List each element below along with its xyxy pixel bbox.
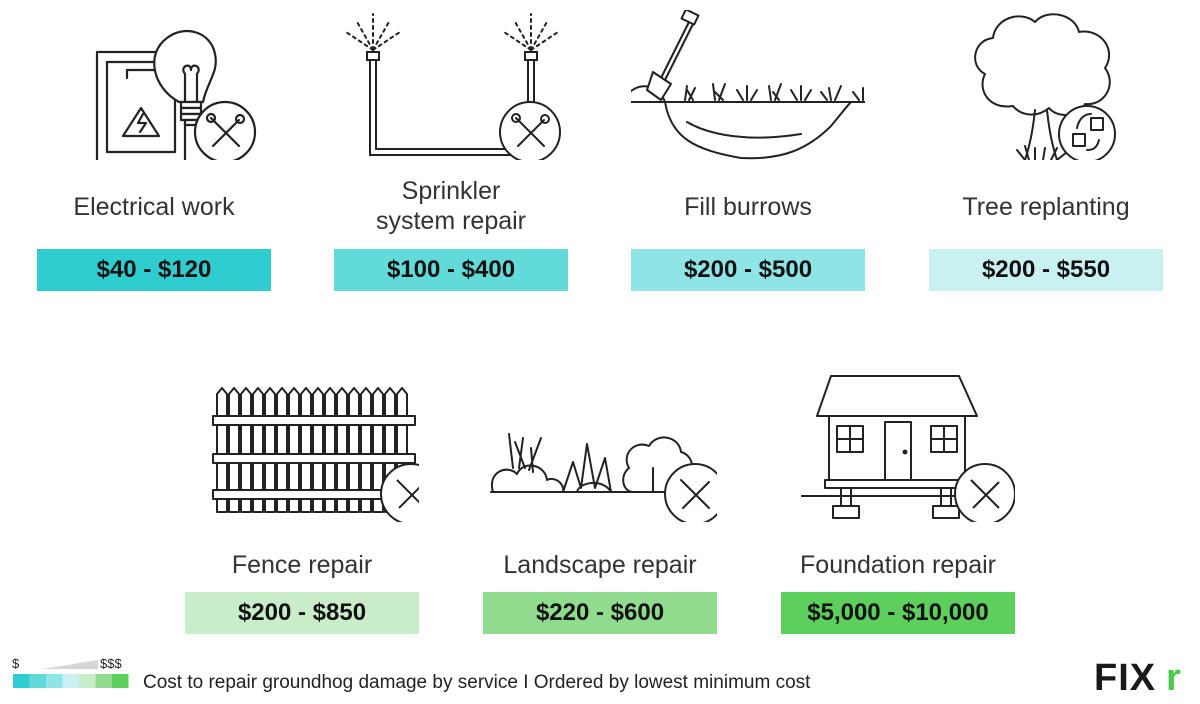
fence-icon: [185, 372, 419, 522]
legend-swatch: [79, 674, 96, 688]
electrical-icon: [37, 10, 271, 160]
price-bar: $40 - $120: [37, 249, 271, 291]
house-icon: [781, 372, 1015, 522]
logo-text: FIX: [1094, 657, 1156, 694]
chart-caption: Cost to repair groundhog damage by servi…: [143, 672, 811, 693]
price-bar: $200 - $500: [631, 249, 865, 291]
service-label: Fence repair: [231, 551, 373, 579]
fixr-logo: FIX r: [1094, 656, 1194, 699]
price-bar: $200 - $850: [185, 592, 419, 634]
tree-icon: [929, 10, 1163, 160]
price-bar: $200 - $550: [929, 249, 1163, 291]
legend-wedge: [42, 660, 98, 669]
legend-swatch: [29, 674, 46, 688]
legend-swatch: [62, 674, 79, 688]
legend-low-label: $: [12, 656, 20, 671]
legend-scale: [13, 660, 129, 688]
service-label: Tree replanting: [962, 193, 1130, 221]
service-label: Landscape repair: [503, 551, 697, 579]
landscape-icon: [483, 372, 717, 522]
burrow-icon: [631, 10, 865, 160]
legend-high-label: $$$: [100, 656, 122, 671]
service-label: Sprinkler system repair: [375, 177, 527, 235]
logo-accent: r: [1166, 657, 1181, 694]
legend-swatch: [46, 674, 63, 688]
price-bar: $100 - $400: [334, 249, 568, 291]
legend-swatch: [112, 674, 129, 688]
legend-swatch: [95, 674, 112, 688]
price-bar: $220 - $600: [483, 592, 717, 634]
legend-swatch: [13, 674, 30, 688]
fixr-logo-mark: FIX r: [1094, 657, 1181, 699]
service-label: Electrical work: [73, 193, 235, 221]
price-bar: $5,000 - $10,000: [781, 592, 1015, 634]
sprinkler-icon: [334, 10, 568, 160]
cost-legend: $ $$$: [12, 656, 132, 694]
service-label: Foundation repair: [800, 551, 996, 579]
service-label: Fill burrows: [684, 193, 812, 221]
